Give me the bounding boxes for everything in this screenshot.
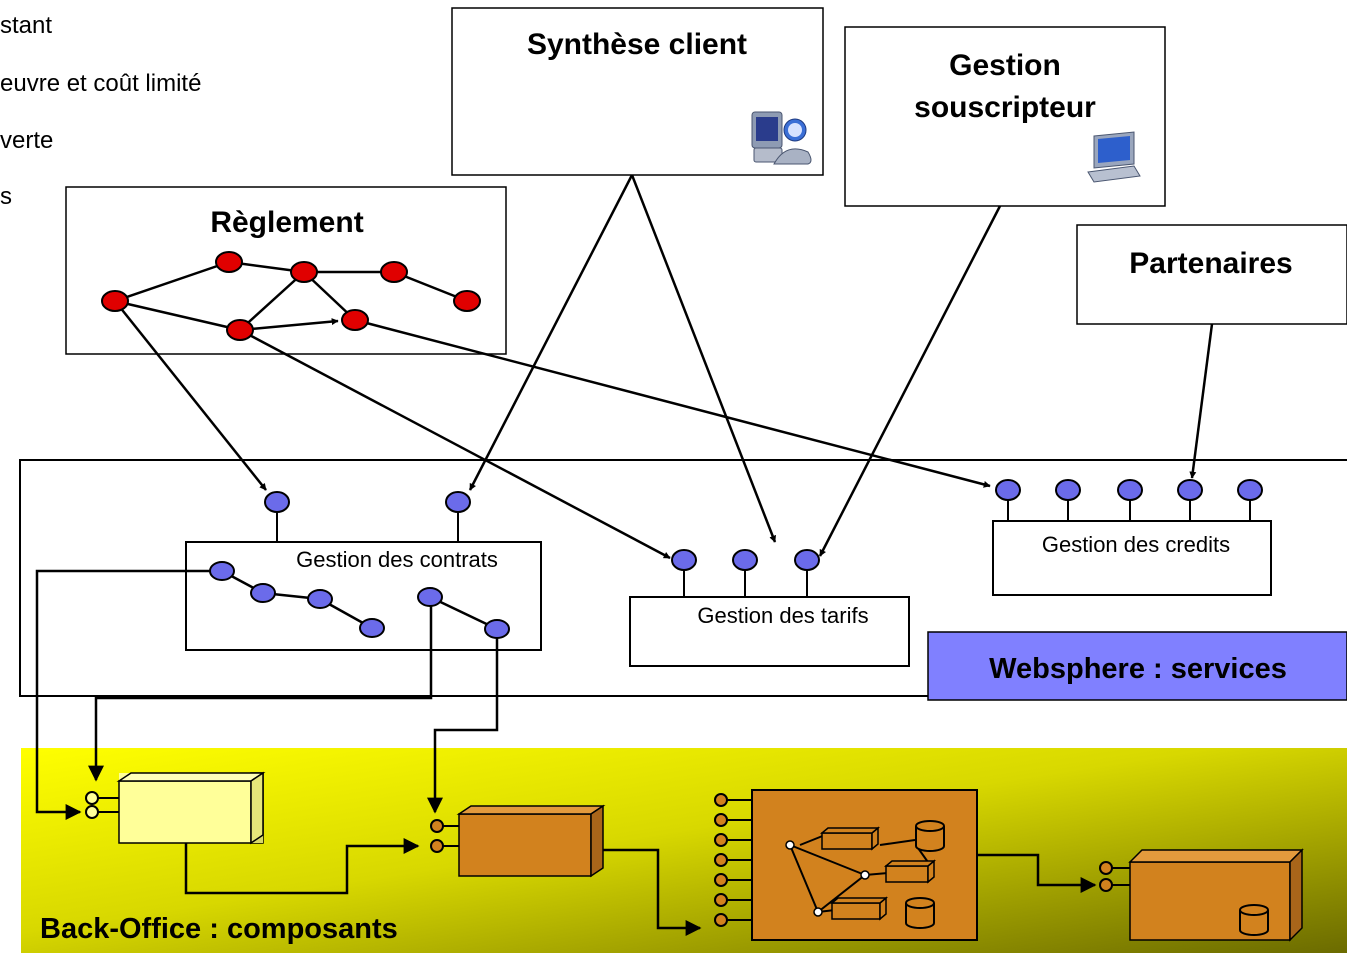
contrats-node	[417, 587, 443, 607]
contrats-node	[307, 589, 333, 609]
client-service-arrows	[114, 174, 1214, 560]
reglement-title: Règlement	[210, 206, 363, 239]
service-port	[1237, 479, 1263, 501]
component-4-port	[1099, 878, 1113, 892]
component-3-ports	[714, 793, 728, 927]
reglement-nodes	[101, 251, 481, 341]
gestion-contrats-label: Gestion des contrats	[296, 547, 498, 572]
reglement-node	[380, 261, 408, 283]
component-3-port	[714, 853, 728, 867]
component-3-port	[714, 813, 728, 827]
reglement-node	[290, 261, 318, 283]
component-1-port	[85, 791, 99, 805]
service-port	[732, 549, 758, 571]
component-3-port	[714, 793, 728, 807]
component-1	[85, 771, 266, 845]
backoffice-layer-label: Back-Office : composants	[40, 913, 398, 945]
component-2-port	[430, 819, 444, 833]
bullet-list: stant euvre et coût limité verte s	[0, 12, 201, 210]
component-4-port	[1099, 861, 1113, 875]
component-3-port	[714, 893, 728, 907]
component-1-port	[85, 805, 99, 819]
component-4	[1099, 848, 1304, 942]
gestion-souscripteur-title-line1: Gestion	[949, 49, 1061, 82]
gestion-tarifs-label: Gestion des tarifs	[697, 603, 868, 628]
user-workstation-icon	[751, 111, 812, 165]
service-port	[995, 479, 1021, 501]
bullet-text-4: s	[0, 183, 12, 210]
bullet-text-1: stant	[0, 12, 52, 39]
contrats-node	[359, 618, 385, 638]
service-port	[671, 549, 697, 571]
contrats-node	[250, 583, 276, 603]
component-3-port	[714, 833, 728, 847]
reglement-node	[101, 290, 129, 312]
component-3-port	[714, 873, 728, 887]
bullet-text-2: euvre et coût limité	[0, 70, 201, 97]
laptop-icon	[1087, 131, 1141, 183]
bullet-text-3: verte	[0, 127, 53, 154]
gestion-credits-label: Gestion des credits	[1042, 532, 1230, 557]
service-port	[794, 549, 820, 571]
service-ports	[264, 479, 1263, 571]
database-icon	[905, 897, 935, 929]
service-backoffice-connectors	[35, 569, 1097, 936]
service-port	[445, 491, 471, 513]
reglement-node	[226, 319, 254, 341]
contrats-node	[209, 561, 235, 581]
contrats-node	[484, 619, 510, 639]
partenaires-title: Partenaires	[1129, 247, 1292, 280]
reglement-node	[215, 251, 243, 273]
service-port	[264, 491, 290, 513]
database-icon	[1239, 904, 1269, 936]
contrats-internal-nodes	[209, 561, 510, 639]
websphere-label-box	[927, 631, 1347, 701]
service-port	[1177, 479, 1203, 501]
component-2-port	[430, 839, 444, 853]
gestion-credits-box	[992, 520, 1272, 596]
gestion-souscripteur-title-line2: souscripteur	[914, 91, 1096, 124]
partenaires-box: Partenaires	[1076, 224, 1347, 325]
service-port	[1055, 479, 1081, 501]
component-3	[714, 789, 978, 941]
reglement-node	[341, 309, 369, 331]
component-3-port	[714, 913, 728, 927]
component-2	[430, 804, 606, 878]
service-port	[1117, 479, 1143, 501]
websphere-layer-label: Websphere : services	[989, 653, 1287, 685]
gestion-tarifs-box	[629, 596, 910, 667]
synthese-client-title: Synthèse client	[527, 28, 747, 61]
database-icon	[915, 820, 945, 852]
reglement-node	[453, 290, 481, 312]
